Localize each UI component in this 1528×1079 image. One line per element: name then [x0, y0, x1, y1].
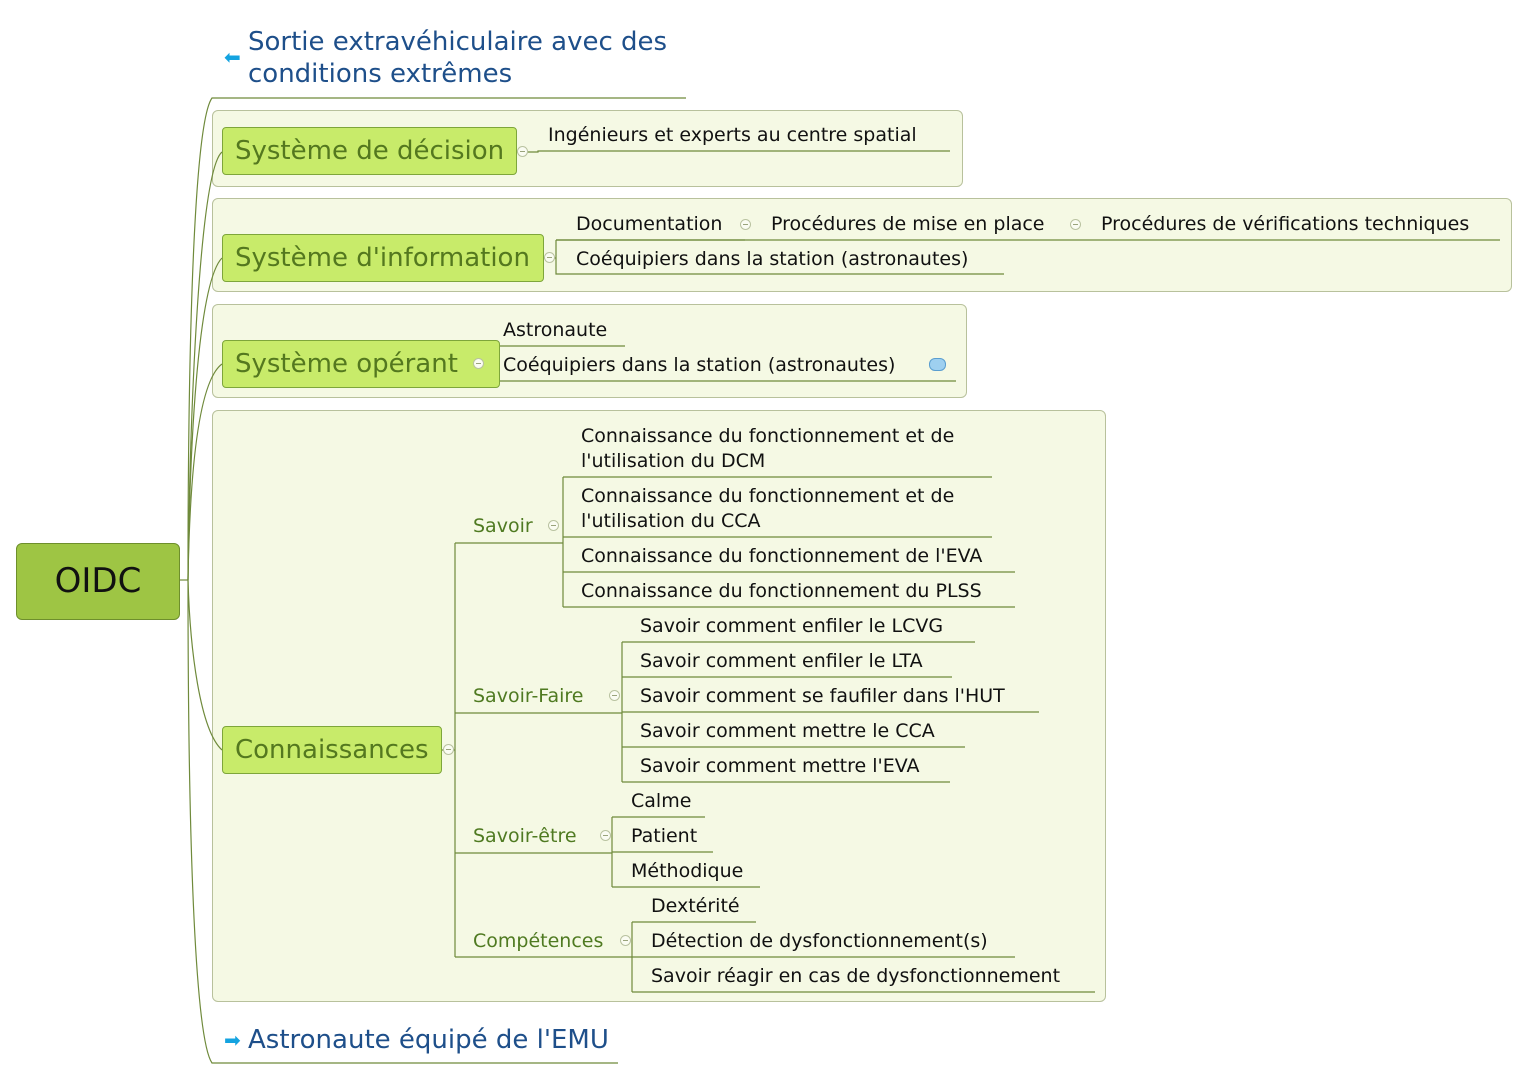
competences-item[interactable]: Dextérité: [651, 895, 740, 917]
savoir-etre-item[interactable]: Calme: [631, 790, 692, 812]
collapse-icon[interactable]: [473, 358, 484, 369]
information-procedures[interactable]: Procédures de mise en place: [771, 213, 1045, 235]
savoir-item[interactable]: Connaissance du fonctionnement et de l'u…: [581, 425, 955, 472]
savoir-etre-item[interactable]: Patient: [631, 825, 698, 847]
information-documentation[interactable]: Documentation: [576, 213, 723, 235]
floating-topic-top[interactable]: Sortie extravéhiculaire avec des conditi…: [248, 27, 668, 89]
central-topic[interactable]: OIDC: [16, 543, 180, 620]
branch-connaissances[interactable]: Connaissances: [222, 726, 442, 774]
savoir-faire-item[interactable]: Savoir comment mettre l'EVA: [640, 755, 920, 777]
collapse-icon[interactable]: [517, 146, 528, 157]
branch-operant[interactable]: Système opérant: [222, 340, 500, 388]
right-arrow-icon: ➡: [224, 1028, 241, 1052]
subtopic-savoir-faire[interactable]: Savoir-Faire: [473, 685, 584, 707]
subtopic-savoir-etre[interactable]: Savoir-être: [473, 825, 577, 847]
savoir-faire-item[interactable]: Savoir comment enfiler le LTA: [640, 650, 923, 672]
subtopic-savoir[interactable]: Savoir: [473, 515, 533, 537]
competences-item[interactable]: Détection de dysfonctionnement(s): [651, 930, 988, 952]
decision-item[interactable]: Ingénieurs et experts au centre spatial: [548, 124, 917, 146]
collapse-icon[interactable]: [544, 252, 555, 263]
collapse-icon[interactable]: [740, 219, 751, 230]
subtopic-competences[interactable]: Compétences: [473, 930, 604, 952]
savoir-item[interactable]: Connaissance du fonctionnement et de l'u…: [581, 485, 955, 532]
collapse-icon[interactable]: [600, 830, 611, 841]
savoir-etre-item[interactable]: Méthodique: [631, 860, 744, 882]
savoir-faire-item[interactable]: Savoir comment enfiler le LCVG: [640, 615, 944, 637]
information-coequipiers[interactable]: Coéquipiers dans la station (astronautes…: [576, 248, 969, 270]
savoir-item[interactable]: Connaissance du fonctionnement de l'EVA: [581, 545, 983, 567]
operant-item[interactable]: Coéquipiers dans la station (astronautes…: [503, 354, 896, 376]
branch-information[interactable]: Système d'information: [222, 234, 544, 282]
collapse-icon[interactable]: [1070, 219, 1081, 230]
competences-item[interactable]: Savoir réagir en cas de dysfonctionnemen…: [651, 965, 1061, 987]
collapse-icon[interactable]: [620, 935, 631, 946]
savoir-item[interactable]: Connaissance du fonctionnement du PLSS: [581, 580, 982, 602]
left-arrow-icon: ⬅: [224, 45, 241, 69]
floating-topic-bottom[interactable]: Astronaute équipé de l'EMU: [248, 1025, 609, 1055]
branch-decision[interactable]: Système de décision: [222, 127, 517, 175]
note-icon[interactable]: [929, 358, 946, 371]
collapse-icon[interactable]: [548, 520, 559, 531]
savoir-faire-item[interactable]: Savoir comment se faufiler dans l'HUT: [640, 685, 1005, 707]
savoir-faire-item[interactable]: Savoir comment mettre le CCA: [640, 720, 935, 742]
operant-item[interactable]: Astronaute: [503, 319, 608, 341]
information-verifications[interactable]: Procédures de vérifications techniques: [1101, 213, 1470, 235]
panel-connaissances: [212, 410, 1106, 1002]
collapse-icon[interactable]: [443, 744, 454, 755]
collapse-icon[interactable]: [609, 690, 620, 701]
